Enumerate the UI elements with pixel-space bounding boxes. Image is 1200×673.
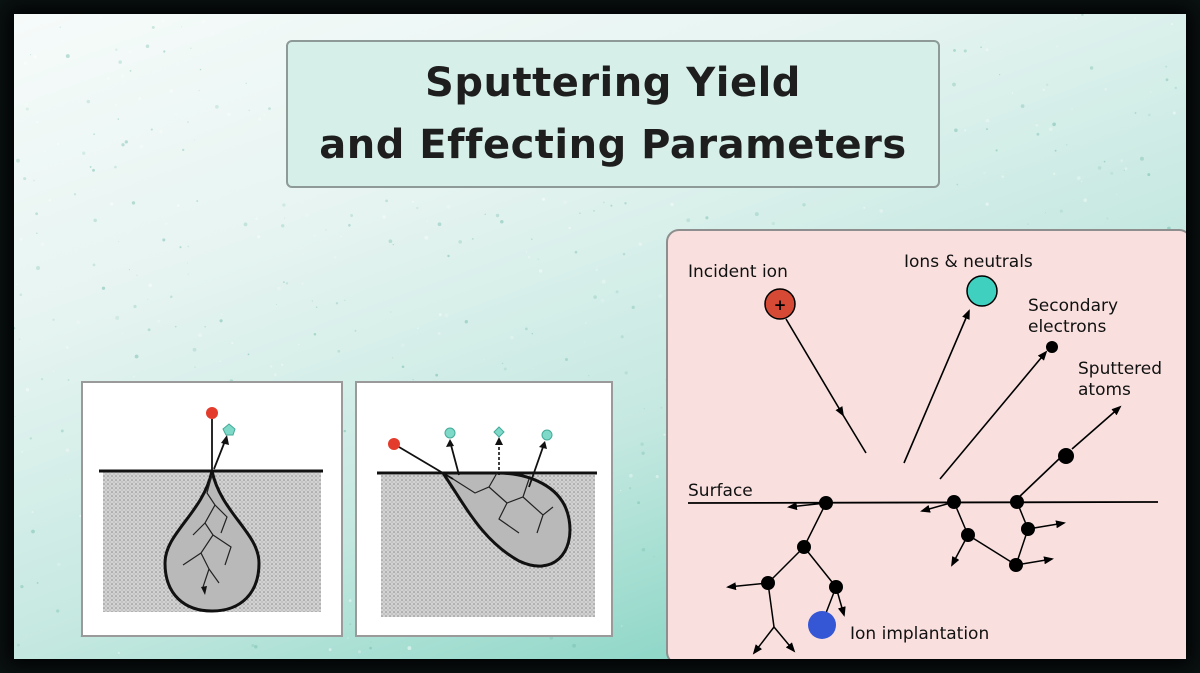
slide: Sputtering Yield and Effecting Parameter… — [14, 14, 1186, 659]
sputtered-atom — [493, 426, 505, 438]
sputtered-atom — [541, 429, 553, 441]
left-collision-cascade — [726, 496, 846, 655]
right-collision-cascade — [920, 495, 1066, 572]
sputtering-process-diagram: Surface Incident ion + Ions & neutrals S… — [666, 229, 1186, 659]
secondary-electrons-arrow — [939, 350, 1048, 480]
sputtered-atoms-label-1: Sputtered — [1078, 359, 1162, 379]
secondary-electron — [1046, 341, 1058, 353]
sputtered-atom — [222, 423, 236, 436]
title-box: Sputtering Yield and Effecting Parameter… — [286, 40, 940, 188]
cascade-tracks — [452, 472, 554, 534]
incident-ion-arrow — [785, 318, 845, 417]
sputtered-atoms-label-2: atoms — [1078, 380, 1131, 400]
ions-neutrals — [966, 275, 998, 307]
incident-ion — [764, 288, 796, 320]
cascade-tracks — [182, 474, 232, 588]
cascade-volume — [163, 470, 261, 613]
sputtered-atom — [1058, 448, 1074, 464]
incident-track — [398, 446, 454, 480]
surface-label: Surface — [688, 481, 753, 501]
incident-ion — [206, 407, 218, 419]
title-line-2: and Effecting Parameters — [319, 122, 907, 168]
implanted-ion — [808, 611, 836, 639]
surface-line — [687, 501, 1159, 504]
cascade-volume — [440, 471, 572, 568]
incident-ion — [388, 438, 400, 450]
incident-ion-label: Incident ion — [688, 262, 788, 282]
sputtered-atoms-arrow — [1071, 405, 1122, 450]
ion-implantation-label: Ion implantation — [850, 624, 989, 644]
secondary-electrons-label-2: electrons — [1028, 317, 1106, 337]
title-line-1: Sputtering Yield — [425, 60, 801, 106]
ions-neutrals-label: Ions & neutrals — [904, 252, 1033, 272]
oblique-incidence-figure — [355, 381, 613, 637]
sputtered-atom — [444, 427, 456, 439]
ion-charge: + — [774, 296, 787, 314]
normal-incidence-figure — [81, 381, 343, 637]
ions-neutrals-arrow — [903, 309, 970, 464]
secondary-electrons-label-1: Secondary — [1028, 296, 1118, 316]
